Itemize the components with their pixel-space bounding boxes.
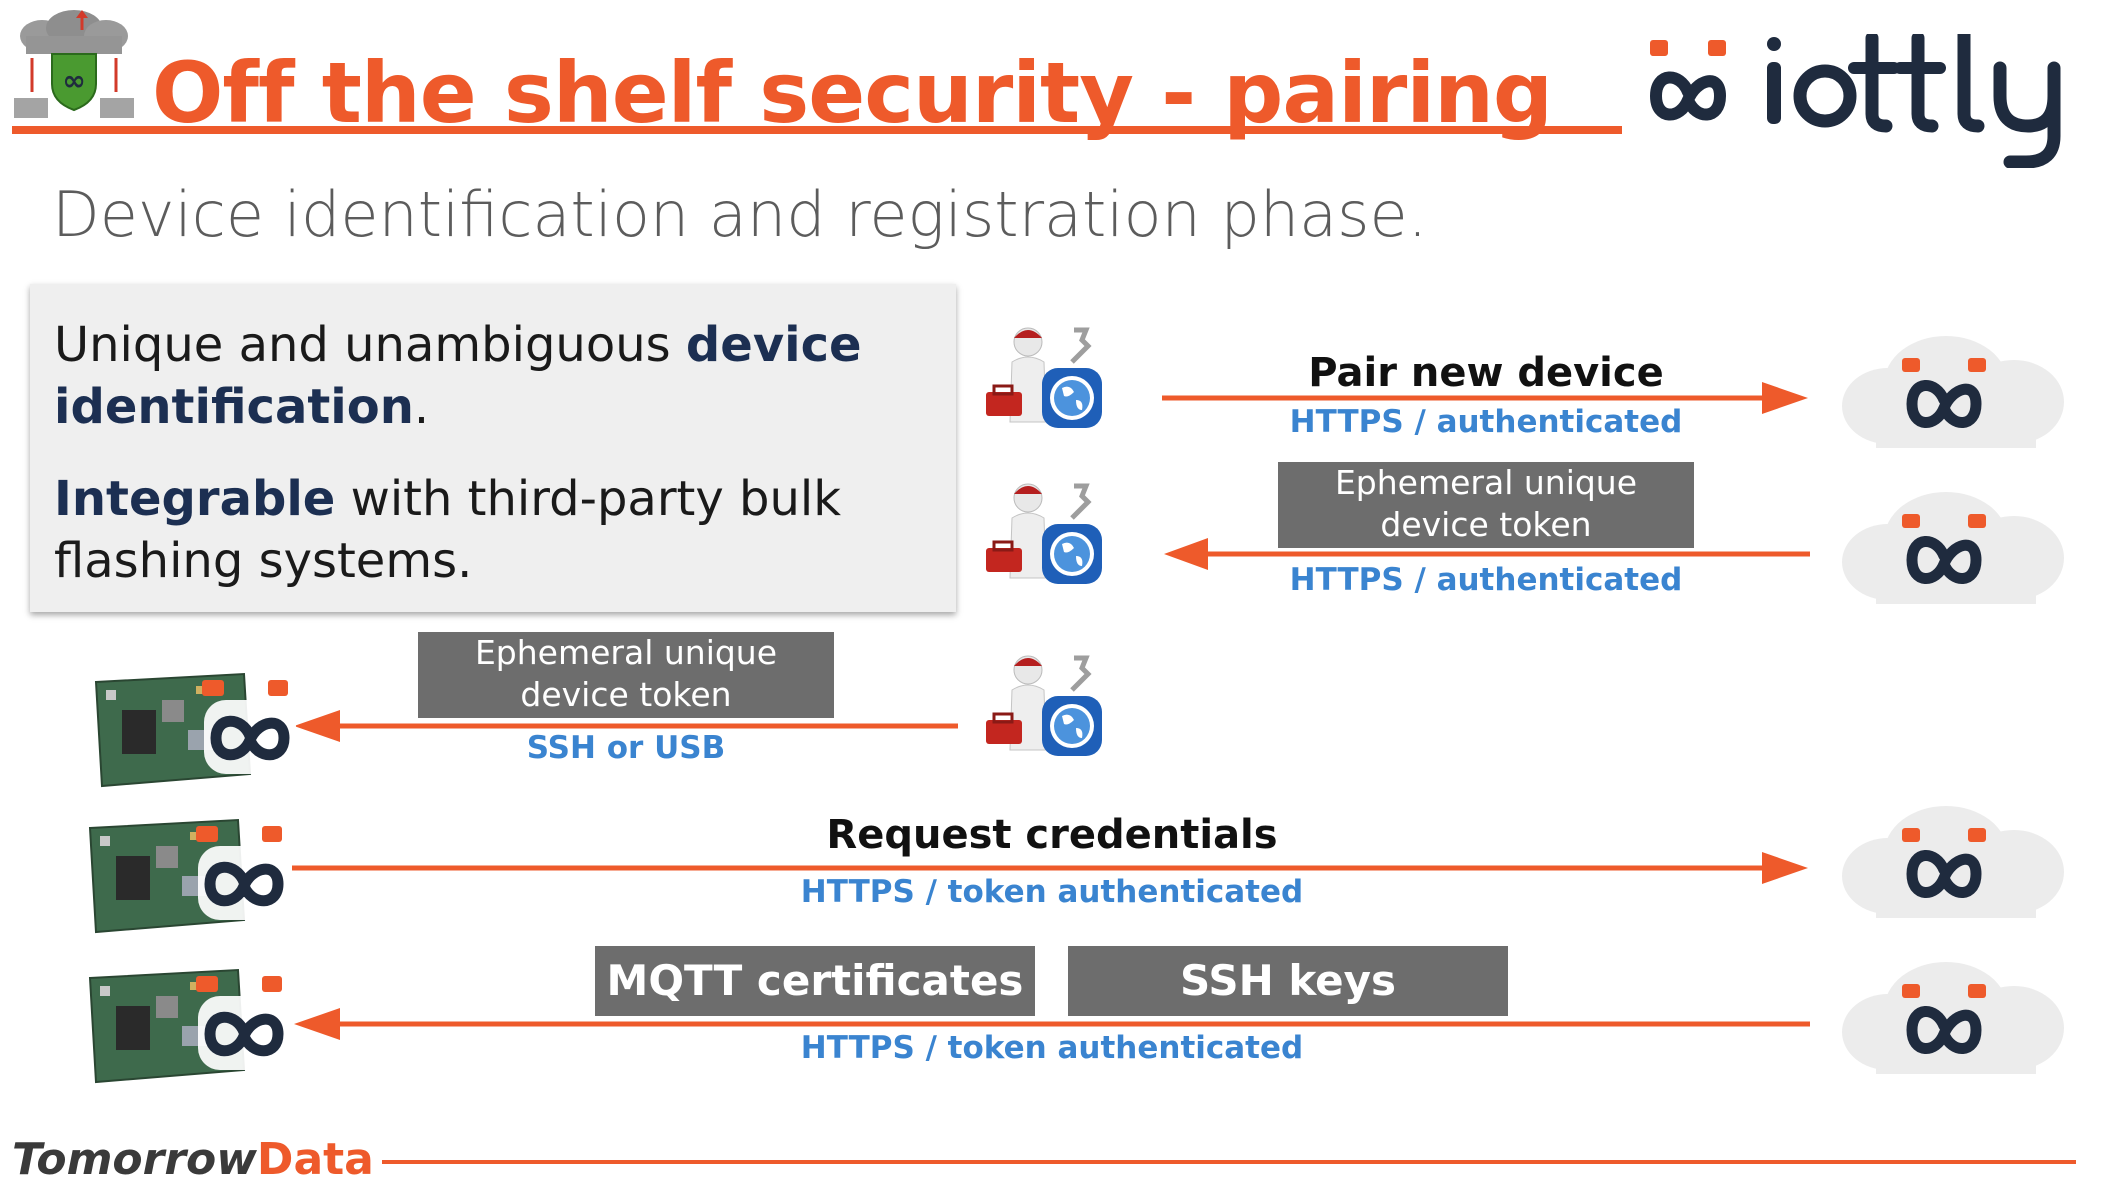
arrowhead-token-flash xyxy=(294,710,340,742)
iottly-board-icon xyxy=(92,670,296,790)
footer-rule xyxy=(382,1160,2076,1164)
token-return-protocol: HTTPS / authenticated xyxy=(1289,562,1683,598)
request-protocol: HTTPS / token authenticated xyxy=(800,874,1304,910)
iottly-logo xyxy=(1649,27,2082,169)
deliver-protocol: HTTPS / token authenticated xyxy=(800,1030,1304,1066)
request-heading: Request credentials xyxy=(826,812,1278,858)
title-underline xyxy=(12,126,1622,134)
arrowhead-pair xyxy=(1762,382,1808,414)
pair-protocol: HTTPS / authenticated xyxy=(1289,404,1683,440)
token-return-label: Ephemeral unique device token xyxy=(1278,462,1694,548)
info-integrable: Integrable with third-party bulk flashin… xyxy=(54,471,842,589)
iottly-cloud-icon xyxy=(1836,490,2068,616)
pair-heading: Pair new device xyxy=(1308,350,1664,396)
svg-text:∞: ∞ xyxy=(62,64,85,97)
iottly-board-icon xyxy=(86,966,290,1086)
footer-brand: TomorrowData xyxy=(12,1134,374,1185)
info-box: Unique and unambiguous device identifica… xyxy=(30,284,956,612)
token-flash-protocol: SSH or USB xyxy=(526,730,726,766)
technician-globe-icon xyxy=(984,326,1106,448)
page-title: Off the shelf security - pairing xyxy=(152,44,1553,142)
cloud-shield-icon: ∞ xyxy=(12,10,136,122)
arrowhead-deliver xyxy=(294,1008,340,1040)
info-identification: Unique and unambiguous device identifica… xyxy=(54,317,862,435)
page-subtitle: Device identification and registration p… xyxy=(52,178,1428,251)
iottly-board-icon xyxy=(86,816,290,936)
mqtt-certificates-label: MQTT certificates xyxy=(595,946,1035,1016)
technician-globe-icon xyxy=(984,654,1106,776)
ssh-keys-label: SSH keys xyxy=(1068,946,1508,1016)
arrowhead-token-return xyxy=(1164,538,1208,570)
iottly-cloud-icon xyxy=(1836,960,2068,1086)
arrowhead-request xyxy=(1762,852,1808,884)
technician-globe-icon xyxy=(984,482,1106,604)
iottly-cloud-icon xyxy=(1836,804,2068,930)
iottly-cloud-icon xyxy=(1836,334,2068,460)
token-flash-label: Ephemeral unique device token xyxy=(418,632,834,718)
